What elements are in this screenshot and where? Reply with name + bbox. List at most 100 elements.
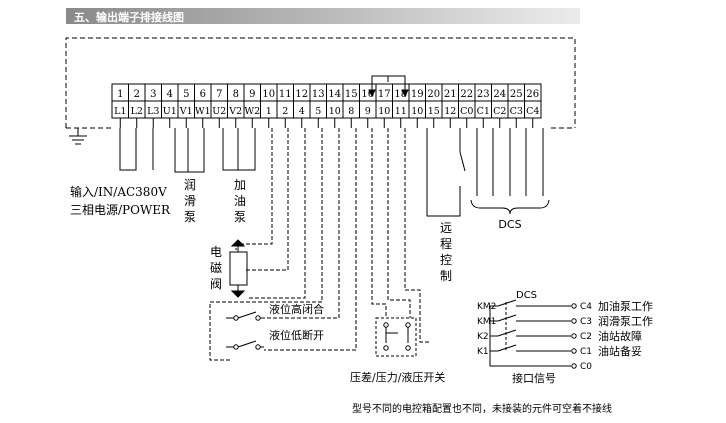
interface-common-label: C0 xyxy=(580,362,592,372)
lube-pump-label: 润滑泵 xyxy=(184,178,196,224)
terminal-label: 10 xyxy=(329,106,341,117)
terminal-label: 12 xyxy=(444,106,456,117)
interface-dcs-label: DCS xyxy=(516,290,537,301)
terminal-label: W1 xyxy=(195,106,211,117)
contact-label: C2 xyxy=(580,332,592,342)
terminal-label: 5 xyxy=(315,106,321,117)
terminal-label: 15 xyxy=(428,106,440,117)
relay-contact xyxy=(497,329,517,337)
remote-control-label: 远程控制 xyxy=(440,221,452,283)
dcs-wires xyxy=(470,128,550,215)
terminal-label: C3 xyxy=(510,106,523,117)
terminal-number: 19 xyxy=(411,89,424,100)
terminal-number: 26 xyxy=(526,89,539,100)
terminal-label: C1 xyxy=(477,106,490,117)
pressure-switch-label: 压差/压力/液压开关 xyxy=(350,370,445,384)
terminal-number: 15 xyxy=(345,89,358,100)
terminal-label: L3 xyxy=(147,106,159,117)
oil-pump-wires xyxy=(222,128,256,171)
terminal-number: 11 xyxy=(279,89,292,100)
power-label-line2: 三相电源/POWER xyxy=(70,203,171,217)
terminal-number: 6 xyxy=(200,89,206,100)
signal-description: 加油泵工作 xyxy=(598,299,653,313)
signal-description: 润滑泵工作 xyxy=(598,314,653,328)
interface-row: KM2 C4 加油泵工作 xyxy=(477,299,653,313)
terminal-label: 8 xyxy=(348,106,354,117)
power-wires xyxy=(119,128,154,171)
terminal-label: V2 xyxy=(228,106,242,117)
section-header: 五、输出端子排接线图 xyxy=(66,8,580,24)
terminal-label: V1 xyxy=(179,106,193,117)
terminal-label: L2 xyxy=(131,106,143,117)
pressure-switch-icon xyxy=(375,317,417,357)
solenoid-valve-label: 电磁阀 xyxy=(210,245,222,291)
level-high-switch-icon xyxy=(226,311,264,321)
section-title: 五、输出端子排接线图 xyxy=(74,11,184,24)
terminal-number: 22 xyxy=(460,89,473,100)
terminal-label: W2 xyxy=(244,106,260,117)
terminal-number: 8 xyxy=(233,89,239,100)
signal-terminal xyxy=(571,318,577,324)
terminal-number: 7 xyxy=(216,89,222,100)
dcs-label: DCS xyxy=(498,218,521,231)
terminal-label: 10 xyxy=(378,106,390,117)
level-high-label: 液位高闭合 xyxy=(269,302,324,316)
interface-row: K1 C1 油站备妥 xyxy=(477,344,642,358)
terminal-label: C2 xyxy=(493,106,506,117)
relay-label: K1 xyxy=(477,347,489,357)
terminal-number: 9 xyxy=(249,89,255,100)
relay-label: KM2 xyxy=(477,302,496,312)
terminal-number: 14 xyxy=(328,89,341,100)
terminal-number: 20 xyxy=(427,89,440,100)
relay-label: KM1 xyxy=(477,317,496,327)
terminal-label: 9 xyxy=(365,106,371,117)
remote-control-wires xyxy=(426,128,466,217)
signal-description: 油站故障 xyxy=(598,329,642,343)
terminal-number: 16 xyxy=(361,89,374,100)
terminal-label: L1 xyxy=(114,106,126,117)
relay-label: K2 xyxy=(477,332,489,342)
signal-terminal xyxy=(571,333,577,339)
power-label-line1: 输入/IN/AC380V xyxy=(70,184,167,199)
level-switch-wires xyxy=(209,128,357,361)
solenoid-valve-icon xyxy=(229,239,248,298)
terminal-number: 25 xyxy=(510,89,523,100)
terminal-number: 24 xyxy=(493,89,506,100)
lube-pump-wires xyxy=(174,128,205,173)
interface-common-wire xyxy=(489,306,571,367)
terminal-label: 10 xyxy=(411,106,423,117)
terminal-number: 10 xyxy=(262,89,275,100)
terminal-label: 11 xyxy=(395,106,407,117)
terminal-number: 17 xyxy=(378,89,391,100)
interface-common-terminal xyxy=(571,363,577,369)
signal-terminal xyxy=(571,303,577,309)
terminal-label: C4 xyxy=(526,106,539,117)
contact-label: C4 xyxy=(580,302,592,312)
level-low-label: 液位低断开 xyxy=(269,328,324,342)
terminal-label: 1 xyxy=(266,106,272,117)
terminal-number: 12 xyxy=(295,89,308,100)
terminal-label: 2 xyxy=(282,106,288,117)
signal-terminal xyxy=(571,348,577,354)
terminal-number: 18 xyxy=(394,89,407,100)
level-low-switch-icon xyxy=(226,340,264,350)
terminal-strip: 1L12L23L34U15V16W17U28V29W21011121241351… xyxy=(111,83,542,128)
signal-description: 油站备妥 xyxy=(598,344,642,358)
terminal-number: 2 xyxy=(134,89,140,100)
solenoid-valve-wires xyxy=(235,128,289,271)
ground-icon xyxy=(69,128,87,145)
terminal-number: 23 xyxy=(477,89,490,100)
relay-contact xyxy=(497,344,517,352)
terminal-label: C0 xyxy=(460,106,473,117)
contact-label: C1 xyxy=(580,347,592,357)
pressure-switch-wires xyxy=(371,128,431,343)
cabinet-boundary xyxy=(65,37,576,128)
terminal-number: 3 xyxy=(150,89,156,100)
terminal-number: 1 xyxy=(117,89,123,100)
jumper-bracket xyxy=(368,75,409,98)
interface-row: K2 C2 油站故障 xyxy=(477,329,642,343)
terminal-number: 13 xyxy=(312,89,325,100)
